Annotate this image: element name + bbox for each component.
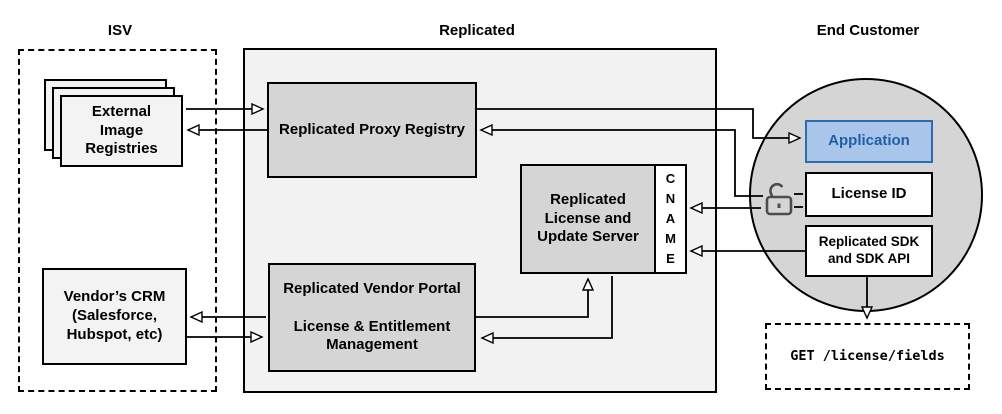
vendor-crm-label: Vendor’s CRM (Salesforce, Hubspot, etc) [63,288,166,343]
vendor-crm-node: Vendor’s CRM (Salesforce, Hubspot, etc) [42,268,187,365]
isv-section-label: ISV [107,22,133,39]
license-update-server-body: Replicated License and Update Server [522,166,654,272]
replicated-sdk-node: Replicated SDK and SDK API [805,225,933,277]
license-id-node: License ID [805,172,933,217]
external-image-registries-node: External Image Registries [60,95,183,167]
isv-region [18,49,217,392]
get-license-fields-node: GET /license/fields [765,323,970,390]
license-id-label: License ID [831,185,907,203]
license-update-server-label: Replicated License and Update Server [537,190,639,246]
license-update-server-node: Replicated License and Update Server C N… [520,164,687,274]
application-node: Application [805,120,933,163]
vendor-portal-label: Replicated Vendor Portal License & Entit… [283,280,461,354]
proxy-registry-node: Replicated Proxy Registry [267,82,477,178]
application-label: Application [828,132,910,150]
external-image-registries-label: External Image Registries [85,102,158,158]
get-license-fields-label: GET /license/fields [790,348,945,365]
vendor-portal-node: Replicated Vendor Portal License & Entit… [268,263,476,372]
cname-strip: C N A M E [654,166,685,272]
replicated-section-label: Replicated [439,22,515,39]
replicated-sdk-label: Replicated SDK and SDK API [818,234,920,266]
proxy-registry-label: Replicated Proxy Registry [279,120,465,138]
cname-label: C N A M E [665,170,676,267]
end-customer-section-label: End Customer [816,22,920,39]
